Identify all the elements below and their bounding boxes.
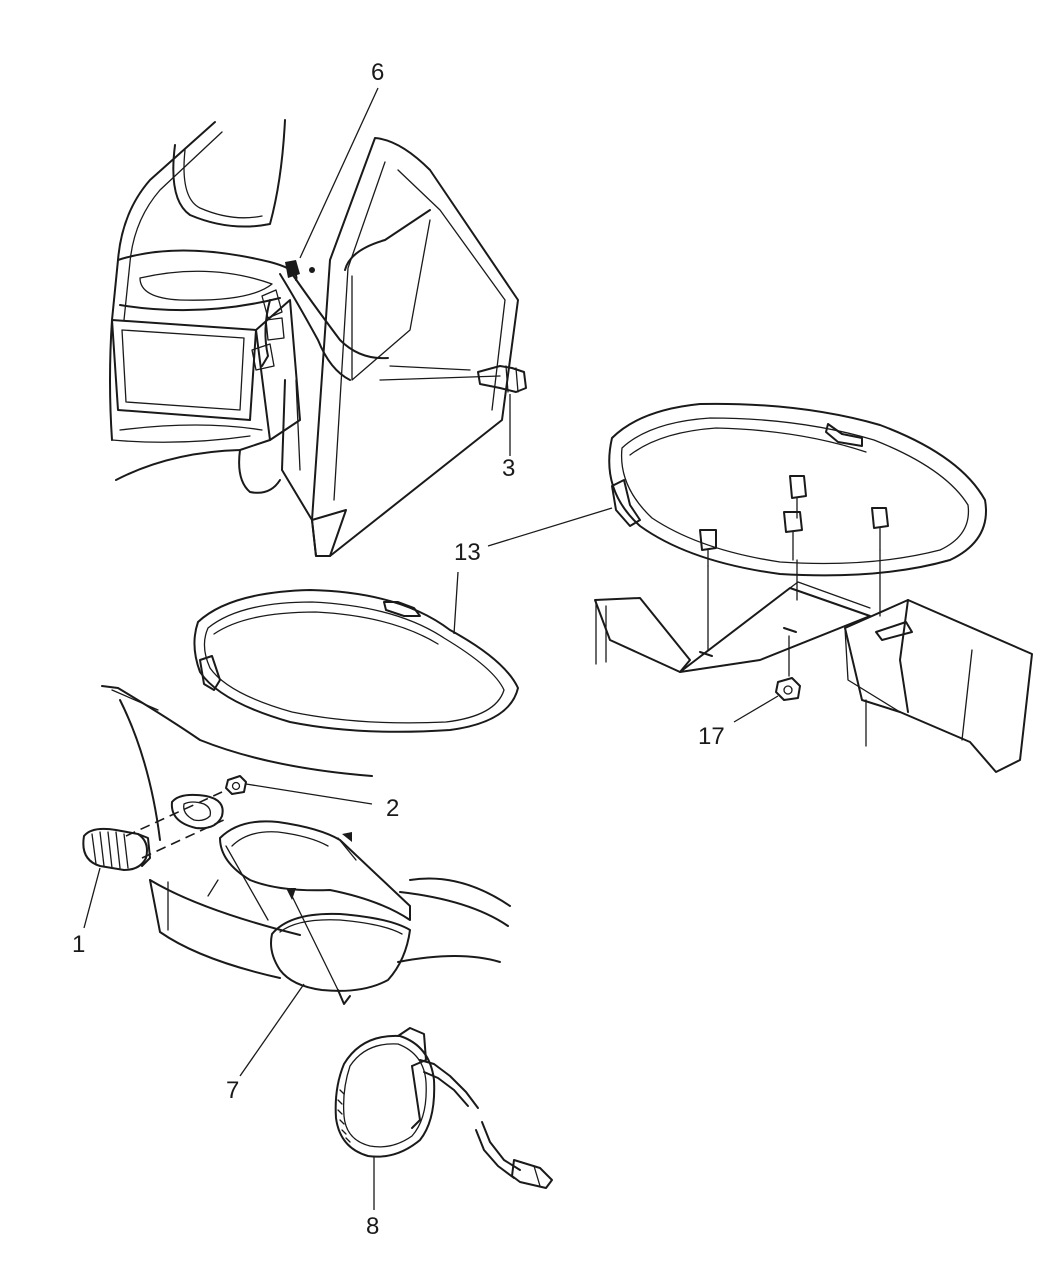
headlamp-assembly-left [193, 589, 519, 733]
leader-13-left [453, 571, 459, 635]
part-3-bulb-socket [477, 365, 527, 393]
vehicle-front-structure [109, 119, 519, 557]
callout-7: 7 [226, 1077, 239, 1104]
side-marker-gasket [170, 793, 224, 830]
leader-13-right [487, 507, 613, 547]
leader-2 [245, 783, 373, 805]
callout-2: 2 [386, 795, 399, 822]
callout-1: 1 [72, 931, 85, 958]
leader-17 [733, 695, 779, 723]
headlamp-assembly-right [594, 402, 1033, 773]
leader-7 [239, 983, 305, 1077]
part-7-fog-lamp-bezel [219, 820, 411, 1005]
callout-13: 13 [454, 539, 481, 566]
leader-6 [299, 87, 379, 259]
mounting-studs [699, 475, 889, 567]
front-fascia-structure [101, 685, 511, 979]
leader-1 [83, 867, 101, 929]
part-2-clip [225, 775, 247, 795]
callout-17: 17 [698, 723, 725, 750]
assembly-line-upper [125, 791, 223, 837]
callout-8: 8 [366, 1213, 379, 1240]
part-8-fog-lamp [334, 1027, 553, 1189]
callout-3: 3 [502, 455, 515, 482]
part-1-side-marker-lamp [82, 827, 151, 871]
callout-6: 6 [371, 59, 384, 86]
part-17-nut [775, 677, 801, 701]
